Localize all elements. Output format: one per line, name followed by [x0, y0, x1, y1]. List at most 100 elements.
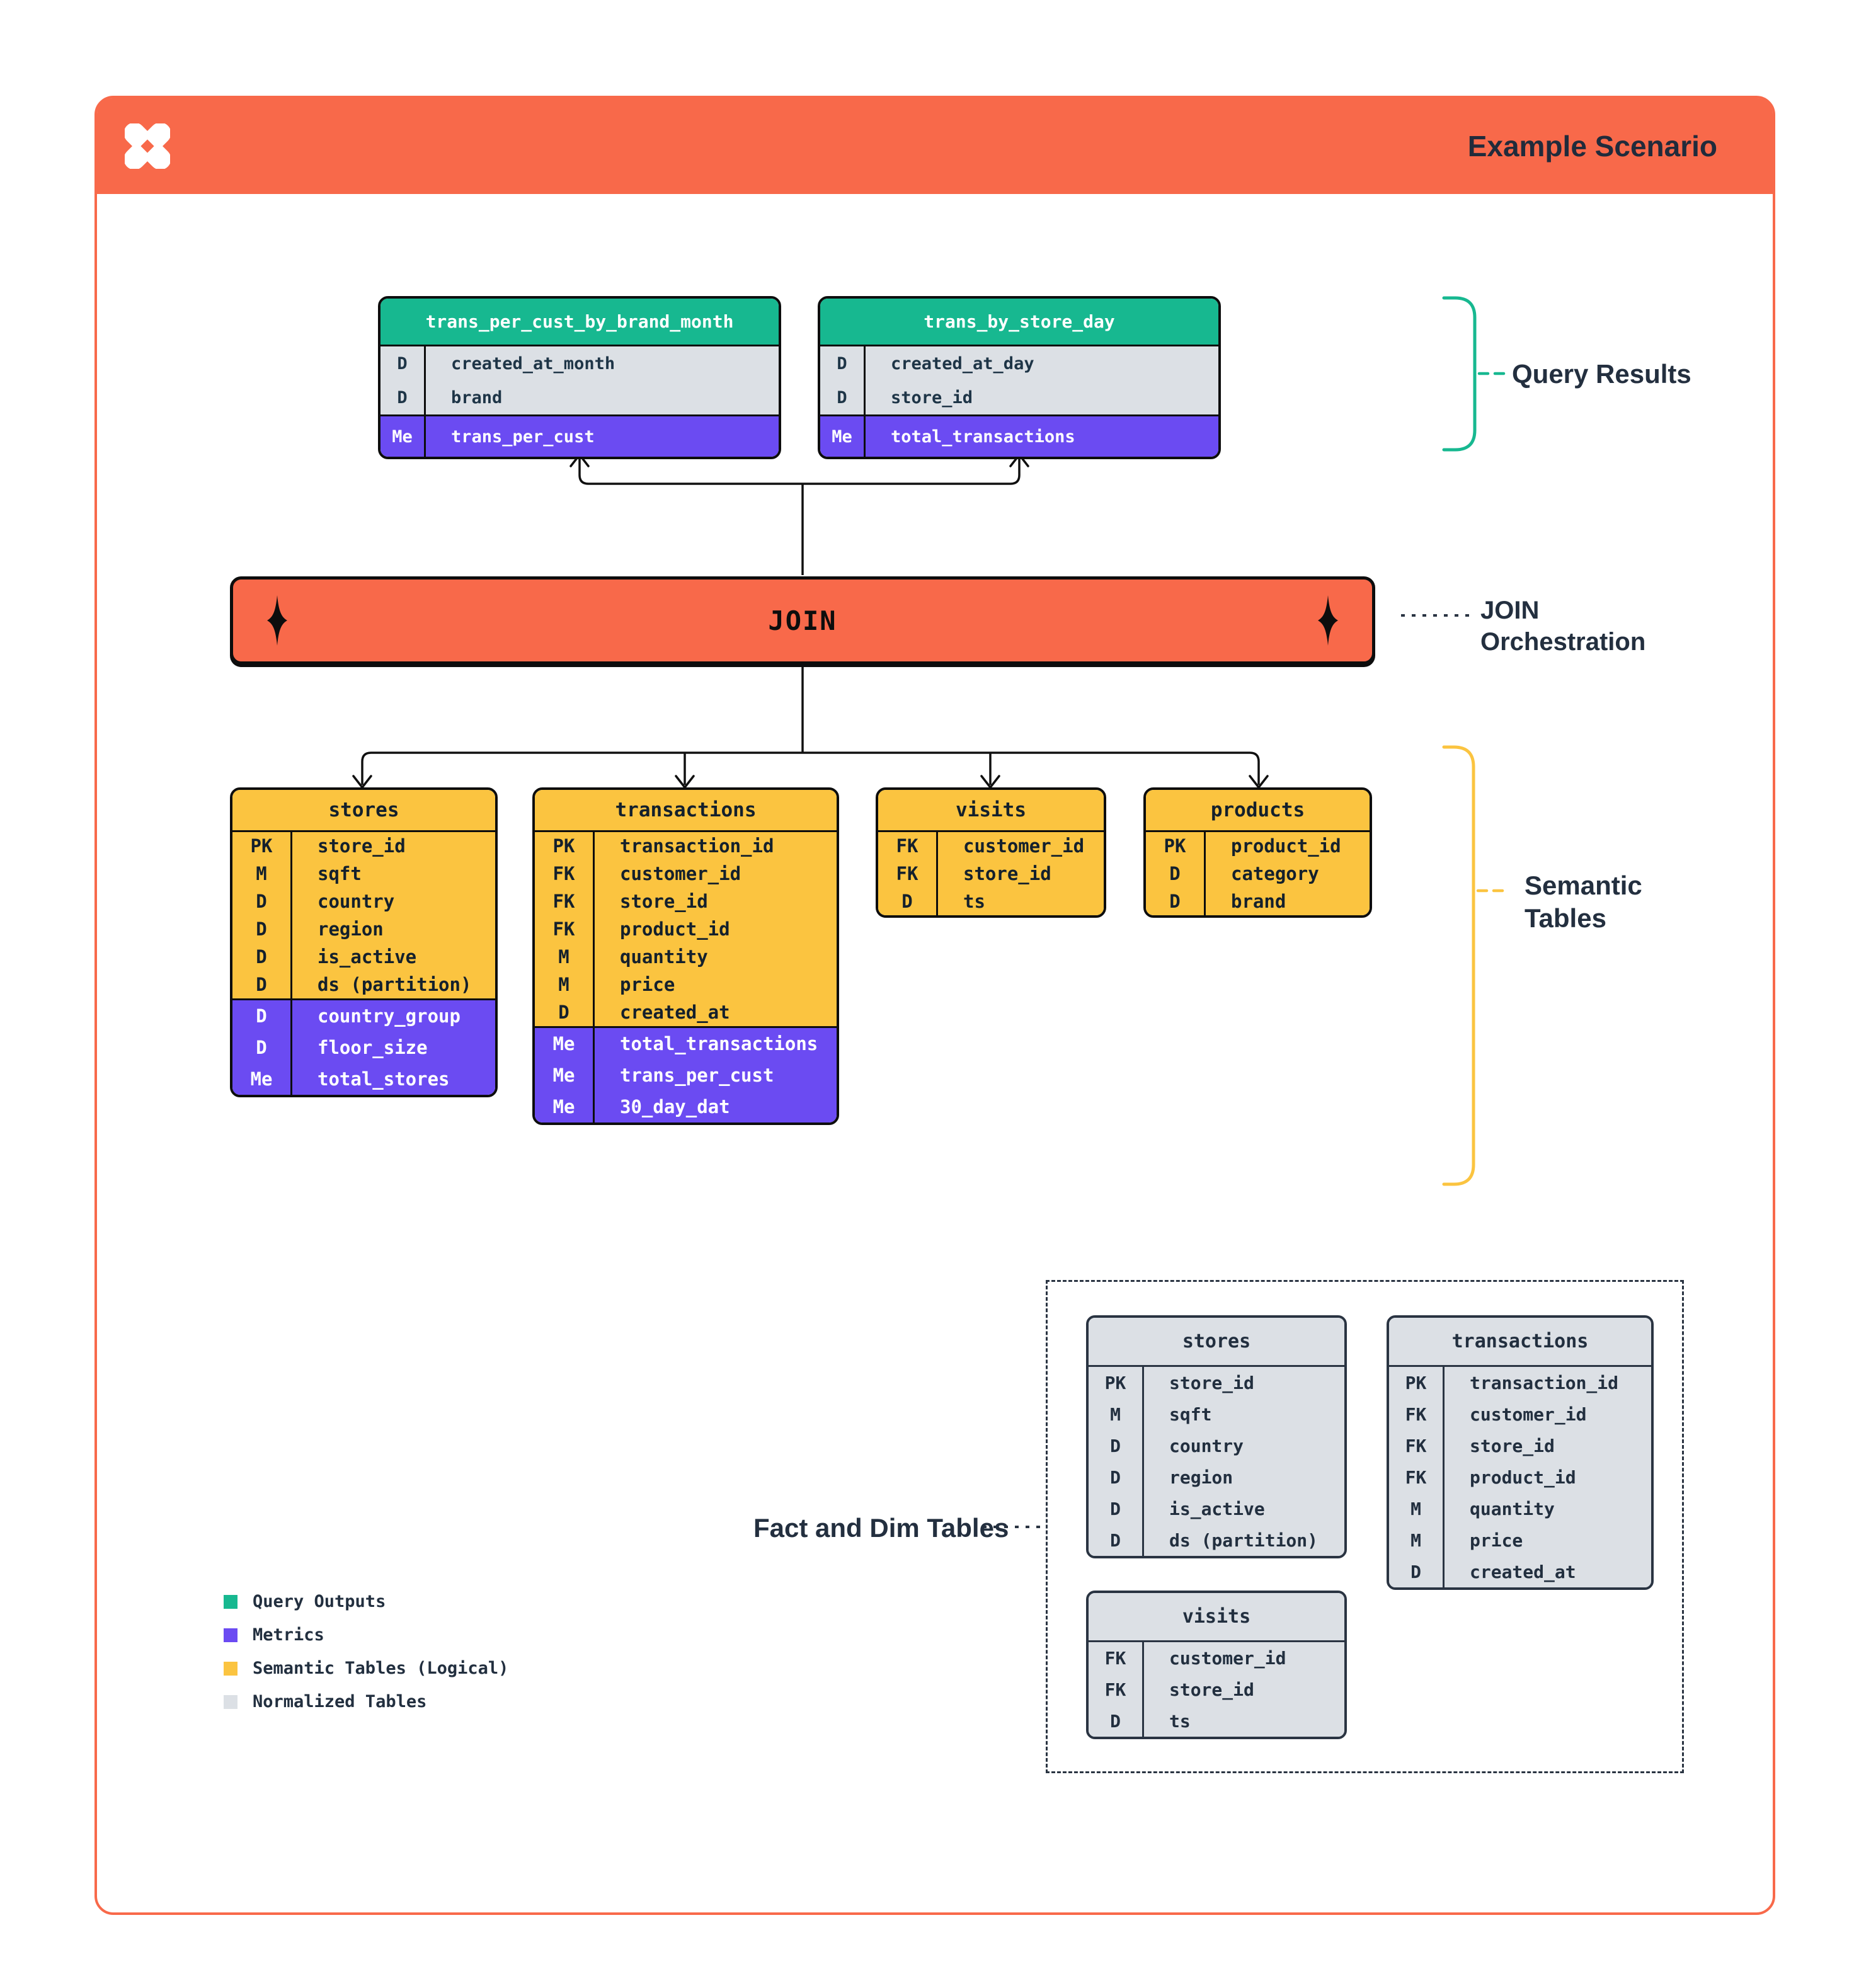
legend-item: Query Outputs	[224, 1585, 508, 1618]
table-row: PK transaction_id	[1389, 1367, 1651, 1398]
key-badge: M	[232, 860, 292, 888]
column-name: sqft	[318, 863, 362, 884]
column-name: ts	[963, 891, 985, 912]
table-row: Me trans_per_cust	[535, 1060, 837, 1091]
join-orchestration-line1: JOIN	[1480, 597, 1540, 624]
column-name: floor_size	[318, 1037, 428, 1058]
key-badge: D	[1089, 1430, 1144, 1461]
key-badge: FK	[535, 888, 595, 915]
column-name: store_id	[318, 835, 406, 857]
table-title: stores	[1089, 1318, 1344, 1365]
key-badge: D	[1089, 1524, 1144, 1556]
key-badge: D	[1146, 888, 1206, 915]
column-name: customer_id	[620, 863, 741, 884]
column-name: customer_id	[1470, 1403, 1587, 1425]
column-name: store_id	[1470, 1435, 1555, 1456]
key-badge: M	[535, 971, 595, 998]
column-name: country	[318, 891, 395, 912]
column-name: quantity	[1470, 1498, 1555, 1519]
column-name: 30_day_dat	[620, 1096, 730, 1117]
key-badge: D	[820, 380, 866, 414]
legend-item: Metrics	[224, 1618, 508, 1652]
column-name: country_group	[318, 1005, 461, 1027]
normalized-tables-box	[1046, 1280, 1684, 1773]
join-label: JOIN	[768, 605, 837, 636]
key-badge: PK	[1389, 1367, 1445, 1398]
column-name: customer_id	[1169, 1647, 1286, 1669]
column-name: trans_per_cust	[620, 1065, 774, 1086]
key-badge: D	[1146, 860, 1206, 888]
column-name: customer_id	[963, 835, 1085, 857]
legend-swatch-icon	[224, 1628, 237, 1642]
key-badge: FK	[1089, 1674, 1144, 1705]
column-name: transaction_id	[620, 835, 774, 857]
semantic-tables-label: Semantic Tables	[1525, 869, 1642, 935]
key-badge: D	[232, 1000, 292, 1032]
legend-label: Query Outputs	[253, 1592, 386, 1611]
key-badge: PK	[1089, 1367, 1144, 1398]
column-name: transaction_id	[1470, 1372, 1619, 1393]
key-badge: PK	[232, 832, 292, 860]
key-badge: D	[232, 1032, 292, 1063]
column-name: price	[620, 974, 675, 995]
key-badge: D	[878, 888, 938, 915]
legend-label: Normalized Tables	[253, 1692, 427, 1711]
table-title: products	[1146, 790, 1370, 830]
column-name: product_id	[620, 918, 730, 940]
pinwheel-x-logo-icon	[125, 123, 170, 169]
key-badge: Me	[820, 416, 866, 457]
semantic-tables-line2: Tables	[1525, 903, 1606, 933]
key-badge: D	[380, 380, 426, 414]
join-bar: JOIN	[230, 576, 1375, 665]
semantic-tables-line1: Semantic	[1525, 871, 1642, 900]
key-badge: D	[820, 346, 866, 380]
fact-dim-label: Fact and Dim Tables	[753, 1513, 1009, 1543]
table-title: trans_by_store_day	[820, 299, 1218, 345]
legend-swatch-icon	[224, 1594, 237, 1609]
key-badge: Me	[535, 1060, 595, 1091]
column-name: store_id	[1169, 1679, 1254, 1700]
column-name: is_active	[1169, 1498, 1265, 1519]
column-name: product_id	[1470, 1466, 1576, 1488]
column-name: ds (partition)	[318, 974, 472, 995]
table-title: stores	[232, 790, 495, 830]
key-badge: M	[535, 943, 595, 971]
table-title: visits	[878, 790, 1104, 830]
key-badge: D	[232, 888, 292, 915]
column-name: trans_per_cust	[451, 426, 595, 447]
column-name: store_id	[891, 387, 973, 408]
column-name: total_stores	[318, 1068, 450, 1090]
